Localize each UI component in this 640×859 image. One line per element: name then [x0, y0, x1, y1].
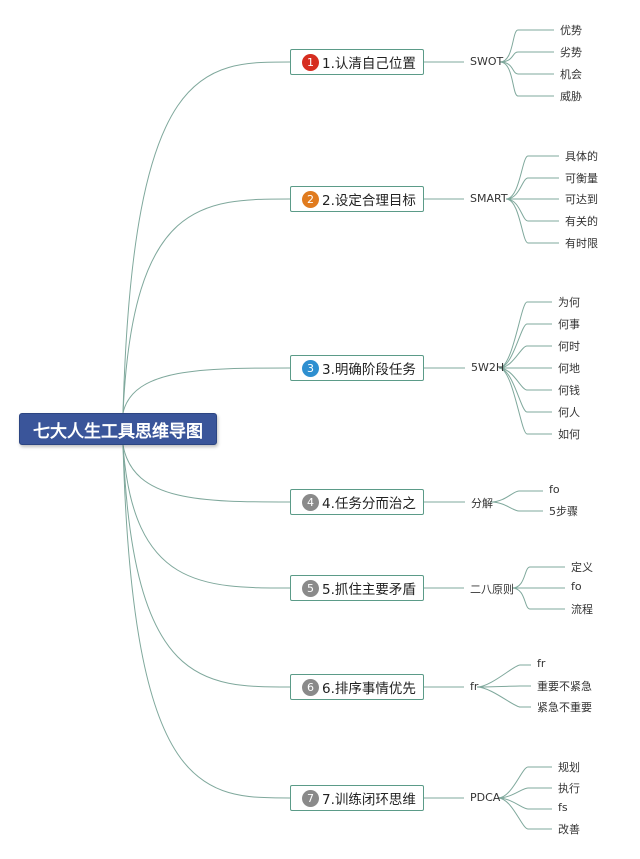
root-edge [122, 444, 291, 589]
leaf-label: 何事 [558, 318, 580, 331]
tool-label: 二八原则 [470, 583, 514, 596]
leaf-label: 可达到 [565, 193, 598, 206]
leaf-label: 有时限 [565, 237, 598, 250]
tool-leaf-edge [505, 177, 559, 200]
tool-leaf-edge [505, 198, 559, 222]
leaf-label: fo [571, 580, 582, 593]
tool-leaf-edge [476, 686, 531, 708]
leaf-label: 具体的 [565, 150, 598, 163]
leaf-label: fr [537, 657, 546, 670]
number-badge-icon: 2 [302, 190, 319, 208]
number-badge-icon: 7 [302, 789, 319, 807]
tool-leaf-edge [476, 664, 531, 688]
tool-leaf-edge [499, 51, 554, 63]
leaf-label: 可衡量 [565, 172, 598, 185]
tool-leaf-edge [498, 367, 552, 413]
number-badge-icon: 5 [302, 579, 319, 597]
tool-leaf-edge [511, 587, 565, 610]
root-edge [122, 444, 291, 503]
tool-label: PDCA [470, 791, 501, 804]
tool-leaf-edge [499, 61, 554, 97]
leaf-label: 流程 [571, 603, 593, 616]
leaf-label: 威胁 [560, 90, 582, 103]
number-badge-icon: 6 [302, 678, 319, 696]
leaf-label: fs [558, 801, 568, 814]
tool-label: 分解 [471, 497, 493, 510]
tool-leaf-edge [511, 566, 565, 589]
root-edge [122, 444, 291, 688]
leaf-label: 何人 [558, 406, 580, 419]
tool-leaf-edge [498, 301, 552, 369]
leaf-label: 优势 [560, 24, 582, 37]
tool-label: fr [470, 680, 479, 693]
tool-label: SMART [470, 192, 508, 205]
leaf-label: 紧急不重要 [537, 701, 592, 714]
leaf-label: 5步骤 [549, 505, 578, 518]
tool-leaf-edge [498, 367, 552, 435]
branch-label: 7.训练闭环思维 [322, 792, 416, 808]
tool-leaf-edge [498, 367, 552, 391]
tool-leaf-edge [497, 797, 552, 810]
root-edge [122, 61, 291, 414]
leaf-label: 定义 [571, 561, 593, 574]
branch-label: 4.任务分而治之 [322, 496, 416, 512]
leaf-label: 劣势 [560, 46, 582, 59]
leaf-label: 重要不紧急 [537, 680, 592, 693]
leaf-label: 何钱 [558, 384, 580, 397]
root-edge [122, 198, 291, 414]
root-node: 七大人生工具思维导图 [19, 413, 217, 445]
leaf-label: 如何 [558, 428, 580, 441]
tool-leaf-edge [505, 155, 559, 200]
tool-leaf-edge [497, 766, 552, 799]
tool-leaf-edge [490, 501, 543, 512]
leaf-label: 执行 [558, 782, 580, 795]
leaf-label: 为何 [558, 296, 580, 309]
root-edge [122, 444, 291, 799]
branch-label: 3.明确阶段任务 [322, 362, 416, 378]
number-badge-icon: 1 [302, 53, 319, 71]
number-badge-icon: 3 [302, 359, 319, 377]
tool-leaf-edge [498, 323, 552, 369]
branch-label: 1.认清自己位置 [322, 56, 416, 72]
tool-leaf-edge [498, 345, 552, 369]
leaf-label: fo [549, 483, 560, 496]
leaf-label: 有关的 [565, 215, 598, 228]
branch-label: 2.设定合理目标 [322, 193, 416, 209]
tool-leaf-edge [499, 29, 554, 63]
tool-leaf-edge [476, 685, 531, 688]
branch-label: 6.排序事情优先 [322, 681, 416, 697]
leaf-label: 改善 [558, 823, 580, 836]
leaf-label: 规划 [558, 761, 580, 774]
leaf-label: 机会 [560, 68, 582, 81]
tool-leaf-edge [497, 797, 552, 830]
tool-leaf-edge [505, 198, 559, 244]
tool-label: SWOT [470, 55, 504, 68]
root-title: 七大人生工具思维导图 [33, 421, 203, 442]
tool-leaf-edge [497, 787, 552, 799]
number-badge-icon: 4 [302, 493, 319, 511]
branch-label: 5.抓住主要矛盾 [322, 582, 416, 598]
leaf-label: 何时 [558, 340, 580, 353]
tool-label: 5W2H [471, 361, 505, 374]
root-edge [122, 367, 291, 414]
leaf-label: 何地 [558, 362, 580, 375]
tool-leaf-edge [490, 490, 543, 503]
